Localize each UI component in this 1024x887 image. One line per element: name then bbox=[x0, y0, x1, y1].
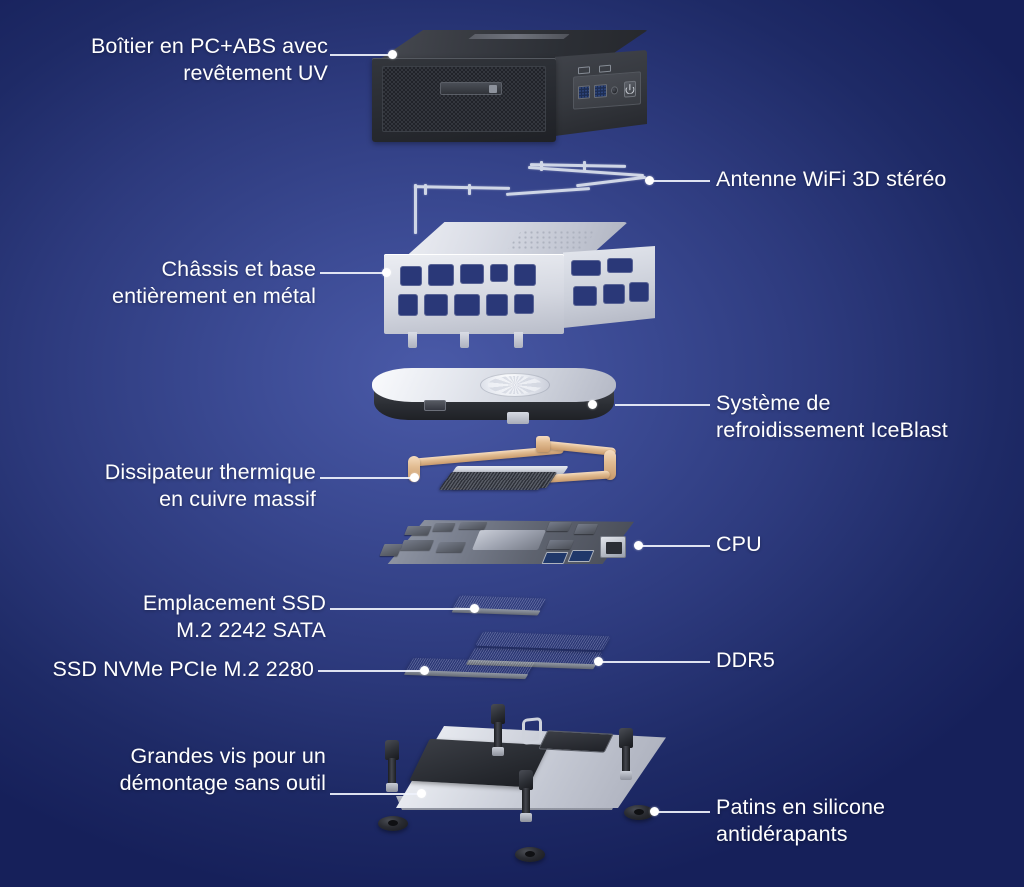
cpu-socket bbox=[471, 530, 547, 550]
case-top-seam bbox=[468, 34, 570, 39]
sd-card-icon bbox=[578, 66, 590, 75]
leader-line-case bbox=[330, 54, 392, 56]
leader-line-antenna bbox=[648, 180, 710, 182]
heatpipe-block bbox=[536, 436, 550, 452]
fan-mount-tab bbox=[507, 412, 529, 424]
leader-dot-screws bbox=[417, 789, 426, 798]
sata-connector bbox=[538, 730, 614, 753]
antenna-stub-upper-b bbox=[583, 161, 586, 171]
chassis-vent-holes bbox=[507, 231, 596, 249]
part-copper-heatsink bbox=[408, 436, 646, 500]
heatsink-fins-lower bbox=[438, 480, 546, 490]
leader-line-ssd-sata bbox=[330, 608, 475, 610]
leader-line-ssd-nvme bbox=[318, 670, 426, 672]
part-cooling-fan bbox=[372, 368, 616, 424]
antenna-lead-lower bbox=[506, 187, 590, 196]
part-base-plate bbox=[366, 700, 672, 830]
fan-blades bbox=[488, 376, 542, 394]
silicone-foot-3 bbox=[515, 847, 545, 862]
captive-screw-2 bbox=[490, 704, 506, 756]
callout-label-case: Boîtier en PC+ABS avec revêtement UV bbox=[90, 34, 328, 86]
part-motherboard bbox=[372, 514, 640, 580]
silicone-foot-1 bbox=[378, 816, 408, 831]
part-top-case bbox=[352, 30, 648, 142]
callout-label-screws: Grandes vis pour un démontage sans outil bbox=[119, 744, 326, 796]
part-metal-chassis bbox=[362, 222, 658, 348]
leader-line-heatsink bbox=[320, 477, 415, 479]
usb-icon bbox=[599, 64, 611, 73]
sd-card-slot bbox=[440, 82, 502, 95]
leader-line-cpu bbox=[640, 545, 710, 547]
chassis-front-face bbox=[384, 254, 564, 348]
usb-port-2 bbox=[594, 84, 607, 98]
front-io-panel bbox=[573, 71, 641, 110]
callout-label-chassis: Châssis et base entièrement en métal bbox=[112, 257, 316, 309]
silicone-foot-2 bbox=[624, 805, 654, 820]
leader-line-screws bbox=[330, 793, 422, 795]
leader-line-feet bbox=[655, 811, 710, 813]
antenna-lead-upper bbox=[528, 165, 644, 177]
leader-dot-case bbox=[388, 50, 397, 59]
leader-line-chassis bbox=[320, 272, 386, 274]
callout-label-ddr5: DDR5 bbox=[716, 648, 775, 672]
leader-line-cooling bbox=[615, 404, 710, 406]
captive-screw-1 bbox=[384, 740, 400, 792]
antenna-lead-join bbox=[576, 175, 646, 187]
callout-label-antenna: Antenne WiFi 3D stéréo bbox=[716, 167, 947, 191]
leader-dot-ddr5 bbox=[594, 657, 603, 666]
callout-label-cooling: Système de refroidissement IceBlast bbox=[716, 391, 948, 443]
antenna-riser bbox=[414, 184, 417, 234]
case-mesh-grille bbox=[382, 66, 546, 132]
callout-label-ssd-nvme: SSD NVMe PCIe M.2 2280 bbox=[52, 657, 314, 681]
callout-label-feet: Patins en silicone antidérapants bbox=[716, 795, 886, 847]
leader-dot-cpu bbox=[634, 541, 643, 550]
captive-screw-3 bbox=[618, 728, 634, 780]
leader-dot-cooling bbox=[588, 400, 597, 409]
power-icon bbox=[623, 80, 637, 98]
leader-dot-ssd-sata bbox=[470, 604, 479, 613]
chassis-side-face bbox=[563, 246, 655, 328]
pull-handle bbox=[522, 716, 542, 746]
antenna-stub-lower-a bbox=[424, 184, 427, 195]
leader-dot-heatsink bbox=[410, 473, 419, 482]
part-wifi-antenna bbox=[380, 158, 660, 240]
captive-screw-4 bbox=[518, 770, 534, 822]
leader-line-ddr5 bbox=[600, 661, 710, 663]
headphone-jack-icon bbox=[610, 85, 618, 95]
antenna-bar-lower bbox=[413, 185, 511, 190]
usb-port-1 bbox=[578, 85, 591, 100]
callout-label-cpu: CPU bbox=[716, 532, 762, 556]
leader-dot-ssd-nvme bbox=[420, 666, 429, 675]
ethernet-port bbox=[600, 536, 626, 558]
antenna-stub-lower-b bbox=[468, 184, 471, 195]
leader-dot-antenna bbox=[645, 176, 654, 185]
leader-dot-feet bbox=[650, 807, 659, 816]
fan-connector bbox=[424, 400, 446, 411]
callout-label-ssd-sata: Emplacement SSD M.2 2242 SATA bbox=[142, 591, 326, 643]
leader-dot-chassis bbox=[382, 268, 391, 277]
callout-label-heatsink: Dissipateur thermique en cuivre massif bbox=[104, 460, 316, 512]
